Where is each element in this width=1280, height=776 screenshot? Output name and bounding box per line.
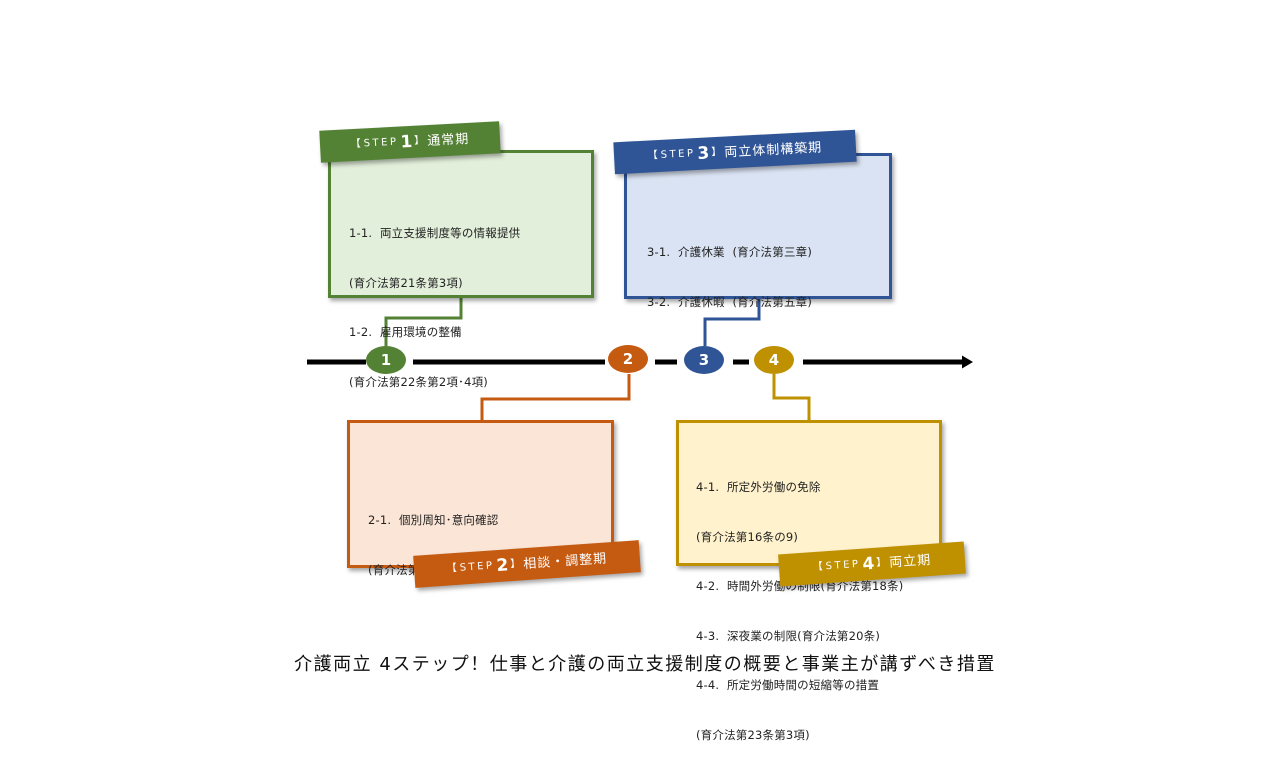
connector-step1 [384,298,463,346]
bracket-close: 】 [875,556,888,569]
step-number: 4 [861,553,875,575]
bracket-open: 【 [446,562,459,575]
diagram-stage: 1-1. 両立支援制度等の情報提供 (育介法第21条第3項) 1-2. 雇用環境… [294,121,996,742]
step3-line: 3-1. 介護休業 (育介法第三章) [647,245,813,259]
step1-text: 1-1. 両立支援制度等の情報提供 (育介法第21条第3項) 1-2. 雇用環境… [349,192,520,423]
step4-line: (育介法第16条の9) [696,529,799,544]
phase-name: 両立体制構築期 [723,139,823,161]
step2-line: 2-1. 個別周知･意向確認 [368,513,499,527]
step-word: STEP [459,560,495,574]
step-word: STEP [825,558,861,573]
timeline-marker-3: 3 [684,346,724,374]
step1-box: 1-1. 両立支援制度等の情報提供 (育介法第21条第3項) 1-2. 雇用環境… [328,150,594,389]
step1-line: (育介法第21条第3項) [349,275,463,290]
step-number: 3 [696,142,710,164]
connector-step2 [480,374,631,420]
phase-name: 両立期 [888,552,932,571]
bracket-close: 】 [711,146,723,159]
step4-line: (育介法第23条第3項) [696,727,810,742]
phase-name: 相談・調整期 [522,550,608,572]
bracket-close: 】 [509,558,522,571]
timeline-arrowhead [962,355,973,369]
step-word: STEP [363,136,399,150]
step-number: 2 [495,554,510,576]
step3-line: 3-2. 介護休暇 (育介法第五章) [647,294,813,309]
bracket-open: 【 [350,138,362,151]
step1-line: (育介法第22条第2項･4項) [349,374,488,389]
timeline-marker-4: 4 [754,346,794,374]
diagram-caption: 介護両立 4ステップ！仕事と介護の両立支援制度の概要と事業主が講ずべき措置 [294,654,996,675]
step1-line: 1-2. 雇用環境の整備 [349,325,462,339]
step1-line: 1-1. 両立支援制度等の情報提供 [349,226,521,240]
step4-line: 4-1. 所定外労働の免除 [696,480,821,494]
bracket-open: 【 [647,150,660,162]
step4-line: 4-2. 時間外労働の制限(育介法第18条) [696,579,904,593]
step-number: 1 [399,131,413,152]
timeline-marker-2: 2 [608,345,648,373]
step4-line: 4-3. 深夜業の制限(育介法第20条) [696,628,881,643]
connector-step3 [703,299,761,346]
phase-name: 通常期 [426,131,470,149]
timeline-marker-1: 1 [366,346,406,374]
step3-box: 3-1. 介護休業 (育介法第三章) 3-2. 介護休暇 (育介法第五章) [624,153,892,309]
timeline-connectors [307,298,973,420]
bracket-open: 【 [812,561,825,574]
step4-line: 4-4. 所定労働時間の短縮等の措置 [696,678,880,692]
step-word: STEP [660,148,696,161]
step3-text: 3-1. 介護休業 (育介法第三章) 3-2. 介護休暇 (育介法第五章) [647,211,812,343]
step4-box: 4-1. 所定外労働の免除 (育介法第16条の9) 4-2. 時間外労働の制限(… [676,420,942,742]
step4-text: 4-1. 所定外労働の免除 (育介法第16条の9) 4-2. 時間外労働の制限(… [696,446,903,776]
step2-text: 2-1. 個別周知･意向確認 (育介法第21条第2項) [368,479,499,611]
connector-step4 [772,374,811,420]
bracket-close: 】 [413,135,426,147]
